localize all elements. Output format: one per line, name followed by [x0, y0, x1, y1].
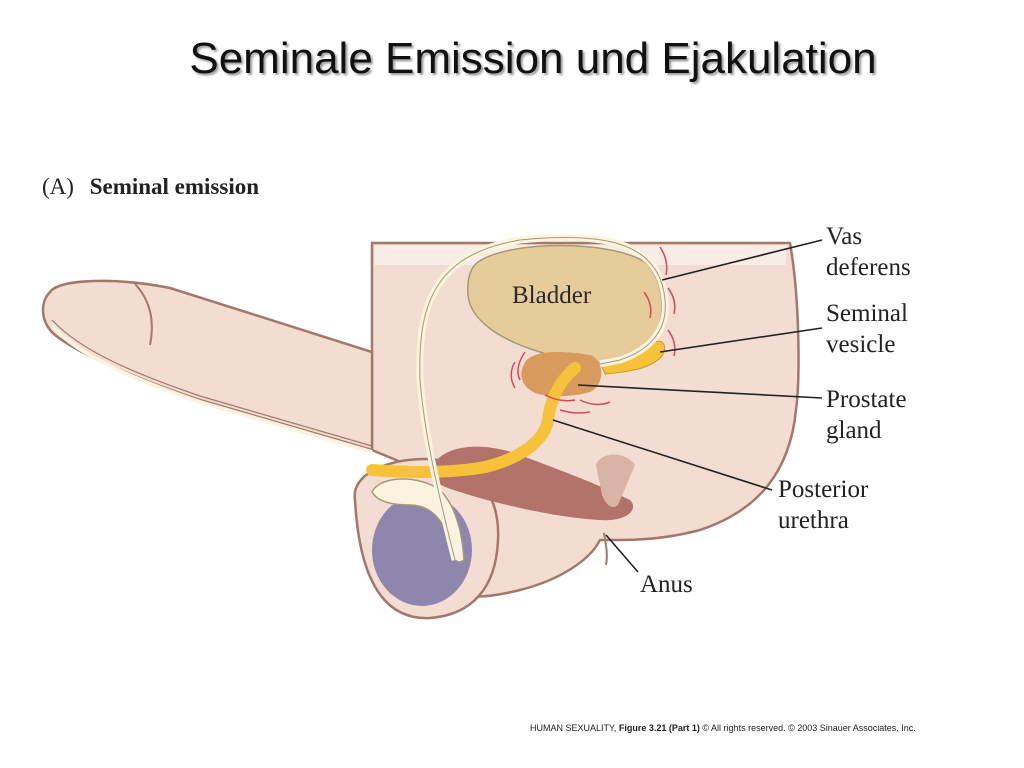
penis-shaft [41, 279, 374, 452]
vas-deferens-outline [419, 236, 666, 561]
credit-figure-ref: Figure 3.21 (Part 1) [618, 723, 700, 733]
leader-lines [552, 239, 823, 573]
callout-prostate-gland-line2: gland [826, 417, 882, 444]
slide-title: Seminale Emission und Ejakulation [189, 34, 877, 83]
callout-anus: Anus [640, 571, 693, 598]
callout-posterior-urethra: Posterior urethra [778, 476, 875, 534]
callout-posterior-urethra-line2: urethra [778, 507, 849, 534]
callout-prostate-gland-line1: Prostate [826, 386, 907, 413]
figure-credit: HUMAN SEXUALITY, Figure 3.21 (Part 1) © … [530, 723, 916, 733]
panel-title: Seminal emission [90, 174, 260, 199]
callout-seminal-vesicle: Seminal vesicle [826, 300, 914, 358]
anal-opening [603, 532, 608, 566]
bladder-label: Bladder [512, 282, 592, 309]
contraction-marks [510, 246, 676, 414]
callout-vas-deferens: Vas deferens [826, 223, 911, 281]
callout-vas-deferens-line1: Vas [826, 223, 862, 250]
urethra-in-shaft [50, 324, 373, 454]
callout-vas-deferens-line2: deferens [826, 254, 911, 281]
urethra [366, 362, 581, 478]
urethra-in-shaft-edge [51, 319, 373, 447]
callout-seminal-vesicle-line2: vesicle [826, 331, 895, 358]
callout-prostate-gland: Prostate gland [826, 386, 913, 444]
panel-heading: (A) Seminal emission [42, 174, 259, 199]
anal-canal [596, 454, 635, 507]
callout-posterior-urethra-line1: Posterior [778, 476, 869, 503]
panel-letter: (A) [42, 174, 74, 199]
callout-anus-line1: Anus [640, 571, 693, 598]
callout-seminal-vesicle-line1: Seminal [826, 300, 908, 327]
credit-rights: © All rights reserved. © 2003 Sinauer As… [702, 723, 916, 733]
glans-rim [134, 283, 153, 346]
credit-book: HUMAN SEXUALITY, [530, 723, 617, 733]
